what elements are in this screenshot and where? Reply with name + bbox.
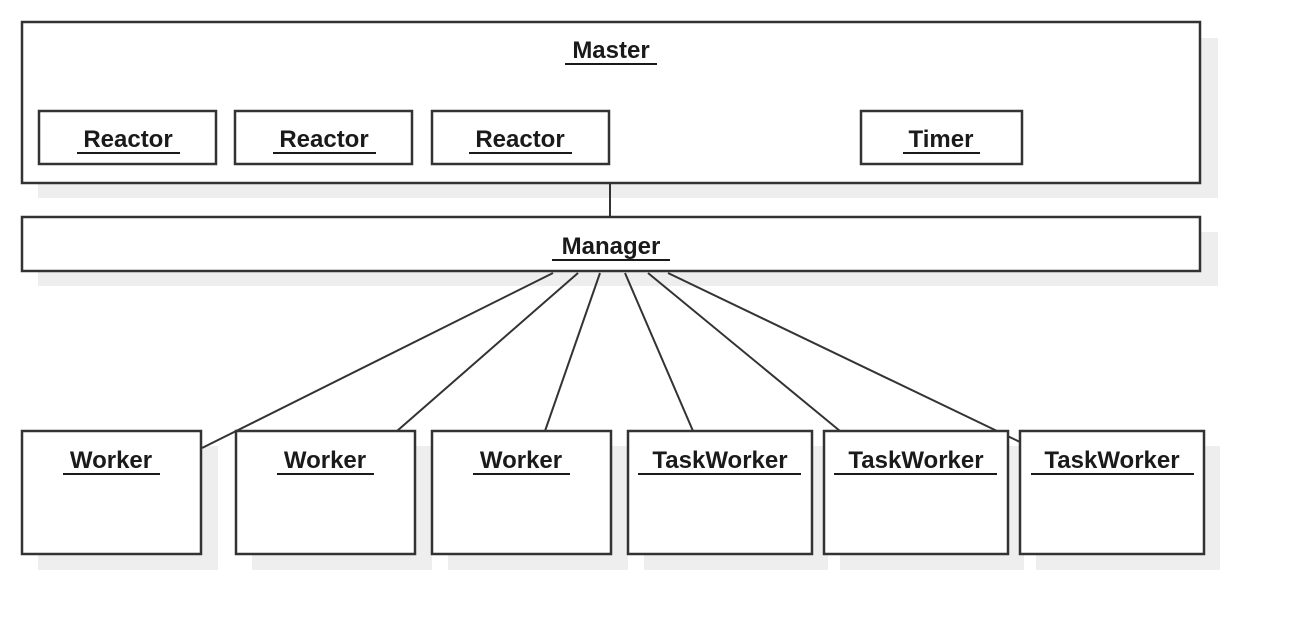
timer-box: Timer [859,109,1024,166]
master-label: Master [572,37,649,64]
reactor-box-1: Reactor [37,109,218,166]
taskworker-box-1: TaskWorker [626,429,814,556]
reactor-box-2: Reactor [233,109,414,166]
reactor-label: Reactor [279,126,368,153]
worker-box-1: Worker [20,429,203,556]
manager-box: Manager [20,215,1202,273]
manager-worker-3-connector [544,272,601,432]
taskworker-box-3: TaskWorker [1018,429,1206,556]
manager-worker-2-connector [396,272,579,432]
worker-label: Worker [284,447,366,474]
manager-taskworker-3-connector [667,272,1021,443]
manager-worker-1-connector [201,272,554,449]
worker-box-2: Worker [234,429,417,556]
worker-box-3: Worker [430,429,613,556]
timer-label: Timer [909,126,974,153]
reactor-box-3: Reactor [430,109,611,166]
worker-label: Worker [70,447,152,474]
reactor-label: Reactor [475,126,564,153]
taskworker-label: TaskWorker [848,447,983,474]
manager-taskworker-2-connector [647,272,841,432]
taskworker-box-2: TaskWorker [822,429,1010,556]
taskworker-label: TaskWorker [652,447,787,474]
manager-label: Manager [562,233,661,260]
connectors [201,183,1021,449]
reactor-label: Reactor [83,126,172,153]
taskworker-label: TaskWorker [1044,447,1179,474]
worker-label: Worker [480,447,562,474]
manager-taskworker-1-connector [624,272,694,432]
